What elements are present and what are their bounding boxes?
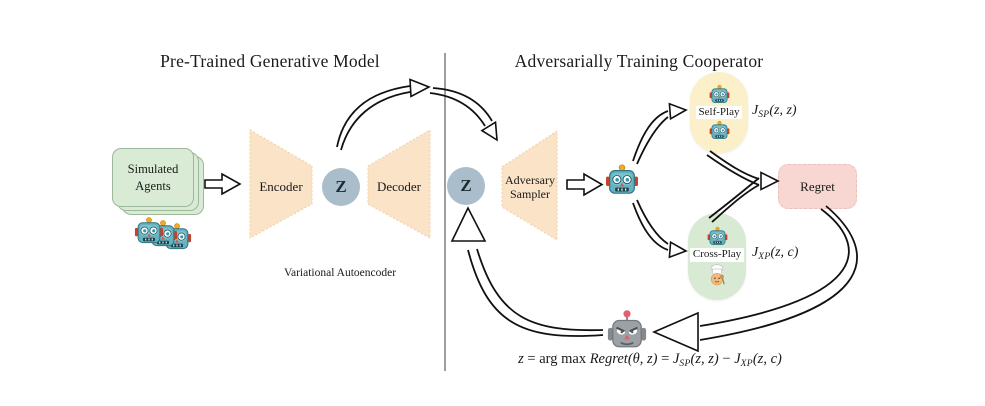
agents-to-encoder-arrow [204,172,242,196]
eq-jsp-args: (z, z) [690,351,719,367]
play-to-regret-arrow [706,150,780,223]
decoder-label: Decoder [376,179,422,194]
eq-jsp-sub: SP [679,359,691,369]
eq-z: z [518,351,524,367]
self-play-node: Self-Play [690,72,748,153]
regret-label: Regret [800,178,835,194]
right-section-title: Adversarially Training Cooperator [514,51,764,71]
eq-jsp: J [672,351,680,367]
divider-to-latent-arrow [429,87,498,142]
latent-z-circle-right: Z [447,167,485,205]
eq-regret: Regret [589,351,628,367]
eq-regret-args: (θ, z) [627,351,658,367]
eq-argmax: = arg max [523,351,590,367]
sampler-to-agent-arrow [566,172,604,197]
robot-icon [709,84,730,105]
vae-caption: Variational Autoencoder [283,267,397,279]
stack-card-front: Simulated Agents [112,148,194,207]
adversary-to-latent-arrow [450,206,604,337]
eq-jxp-sub: XP [740,359,753,369]
decoder-to-divider-arrow [336,78,431,151]
encoder-label: Encoder [259,179,303,194]
adversary-sampler-label: Adversary Sampler [502,173,558,202]
latent-z-circle-left: Z [322,168,360,206]
eq-minus: − [718,351,735,367]
eq-jxp-args: (z, c) [752,351,782,367]
simulated-agents-stack: Simulated Agents [112,148,207,218]
agent-robots-group [134,216,196,252]
robot-icon [709,120,730,141]
agent-to-selfplay-arrow [632,102,688,165]
simulated-agents-label-line1: Simulated [127,162,179,177]
robot-icon [605,163,639,197]
chef-icon [705,263,729,287]
simulated-agents-label-line2: Agents [135,178,171,193]
robot-icon [707,226,728,247]
adversary-sampler-line1: Adversary [505,173,555,187]
j-symbol: J [752,103,759,118]
eq-jxp: J [734,351,741,367]
cross-play-label: Cross-Play [689,248,745,262]
cross-play-objective: JXP(z, c) [752,245,798,262]
regret-to-adversary-arrow [651,205,858,353]
cross-play-node: Cross-Play [688,213,746,300]
adversary-sampler-line2: Sampler [510,187,550,202]
regret-node: Regret [778,164,857,209]
evil-robot-icon [606,309,648,351]
j-arguments: (z, z) [769,103,797,118]
j-subscript: XP [758,252,771,262]
agent-to-crossplay-arrow [632,199,688,259]
argmax-equation: z = arg max Regret(θ, z) = JSP(z, z) − J… [460,351,840,369]
eq-equals: = [657,351,673,367]
latent-z-label: Z [335,177,347,196]
self-play-objective: JSP(z, z) [752,103,797,120]
left-section-title: Pre-Trained Generative Model [160,51,380,71]
latent-z-label: Z [460,176,472,195]
j-subscript: SP [758,110,770,120]
robot-icon [134,216,164,246]
self-play-label: Self-Play [695,105,743,120]
j-arguments: (z, c) [770,245,799,260]
